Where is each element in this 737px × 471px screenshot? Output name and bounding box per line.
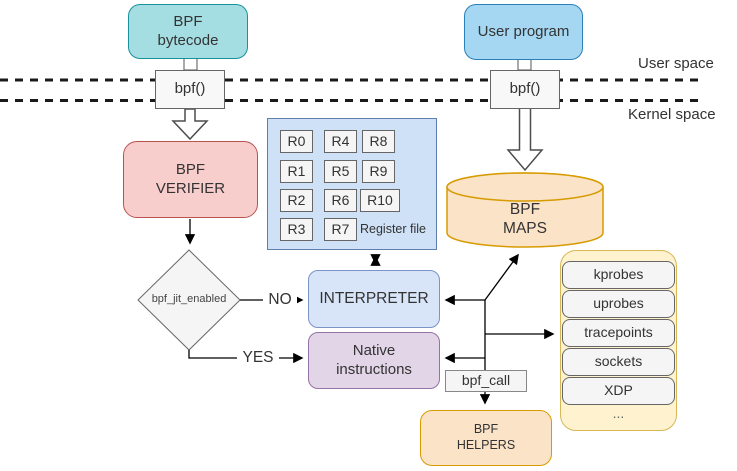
register-r0: R0 (280, 130, 313, 153)
node-user-program: User program (464, 4, 583, 60)
node-bpf-verifier: BPF VERIFIER (123, 141, 258, 218)
node-bpf-bytecode: BPF bytecode (128, 4, 248, 59)
attach-point-xdp: XDP (562, 377, 675, 405)
register-r6: R6 (324, 189, 357, 212)
label-no: NO (263, 291, 297, 309)
label-register-file: Register file (360, 222, 426, 237)
label-bpf-maps: BPF MAPS (503, 200, 547, 237)
register-r2: R2 (280, 189, 313, 212)
label-yes: YES (237, 349, 279, 367)
block-arrow-bpf-to-maps (506, 107, 544, 172)
attach-point-uprobes: uprobes (562, 290, 675, 318)
register-r10: R10 (360, 189, 400, 212)
attach-point-tracepoints: tracepoints (562, 319, 675, 347)
block-arrow-bpf-to-verifier (171, 108, 209, 141)
label-kernel-space: Kernel space (628, 105, 716, 123)
label-user-space: User space (638, 54, 714, 72)
arrow-junction-to-maps (484, 253, 519, 301)
register-r8: R8 (362, 130, 395, 153)
node-bpf-syscall-left: bpf() (155, 70, 225, 109)
attach-point-kprobes: kprobes (562, 261, 675, 289)
node-native-instructions: Native instructions (308, 332, 440, 389)
register-r5: R5 (324, 160, 357, 183)
node-bpf-call: bpf_call (445, 370, 527, 392)
register-r3: R3 (280, 218, 313, 241)
register-r9: R9 (362, 160, 395, 183)
register-r4: R4 (324, 130, 357, 153)
node-bpf-helpers: BPF HELPERS (420, 410, 552, 466)
node-interpreter: INTERPRETER (308, 270, 440, 328)
label-bpf-jit-enabled: bpf_jit_enabled (151, 293, 227, 306)
bpf-maps-cylinder-top (446, 172, 604, 202)
node-bpf-syscall-right: bpf() (490, 70, 560, 109)
register-r7: R7 (324, 218, 357, 241)
register-r1: R1 (280, 160, 313, 183)
attach-point-more: ... (612, 405, 625, 422)
attach-point-sockets: sockets (562, 348, 675, 376)
